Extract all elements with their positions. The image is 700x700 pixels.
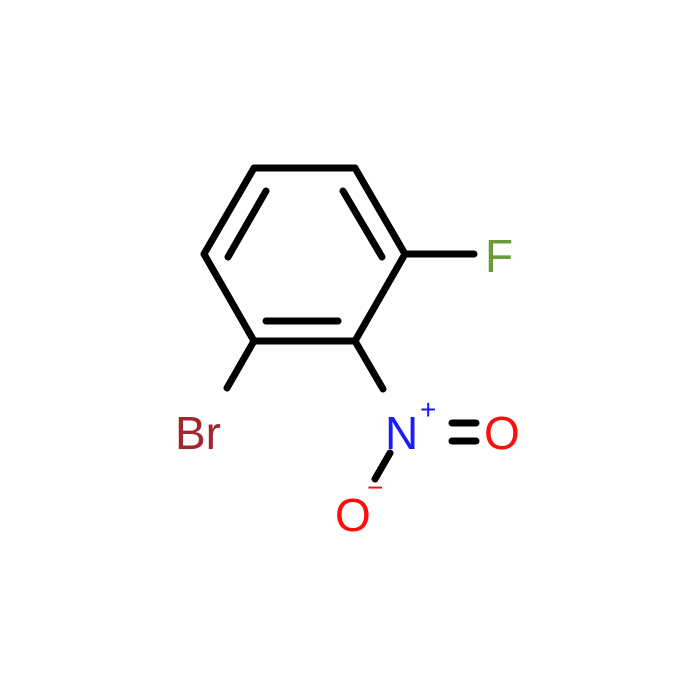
bond-ring-to-bromine [223, 337, 258, 392]
ring-bond-top-right [351, 164, 409, 258]
ring-bond-bottom-left [200, 250, 258, 345]
oxygen-negative-charge: − [367, 472, 383, 503]
ring-inner-double-bond-left [224, 187, 270, 261]
oxygen-single-bond-atom-label: O [335, 489, 371, 541]
bromine-atom-label: Br [175, 407, 221, 459]
ring-inner-double-bond-top-right [339, 187, 386, 261]
oxygen-double-bond-atom-label: O [484, 407, 520, 459]
bond-ring-to-nitrogen [351, 337, 387, 393]
benzene-ring [200, 164, 409, 345]
nitrogen-positive-charge: + [420, 394, 436, 425]
ring-bond-bottom-right [351, 250, 409, 345]
fluorine-atom-label: F [485, 230, 513, 282]
bond-nitrogen-to-oxygen-single [371, 449, 394, 483]
ring-bond-top-left [200, 164, 258, 258]
nitrogen-atom-label: N [385, 407, 418, 459]
